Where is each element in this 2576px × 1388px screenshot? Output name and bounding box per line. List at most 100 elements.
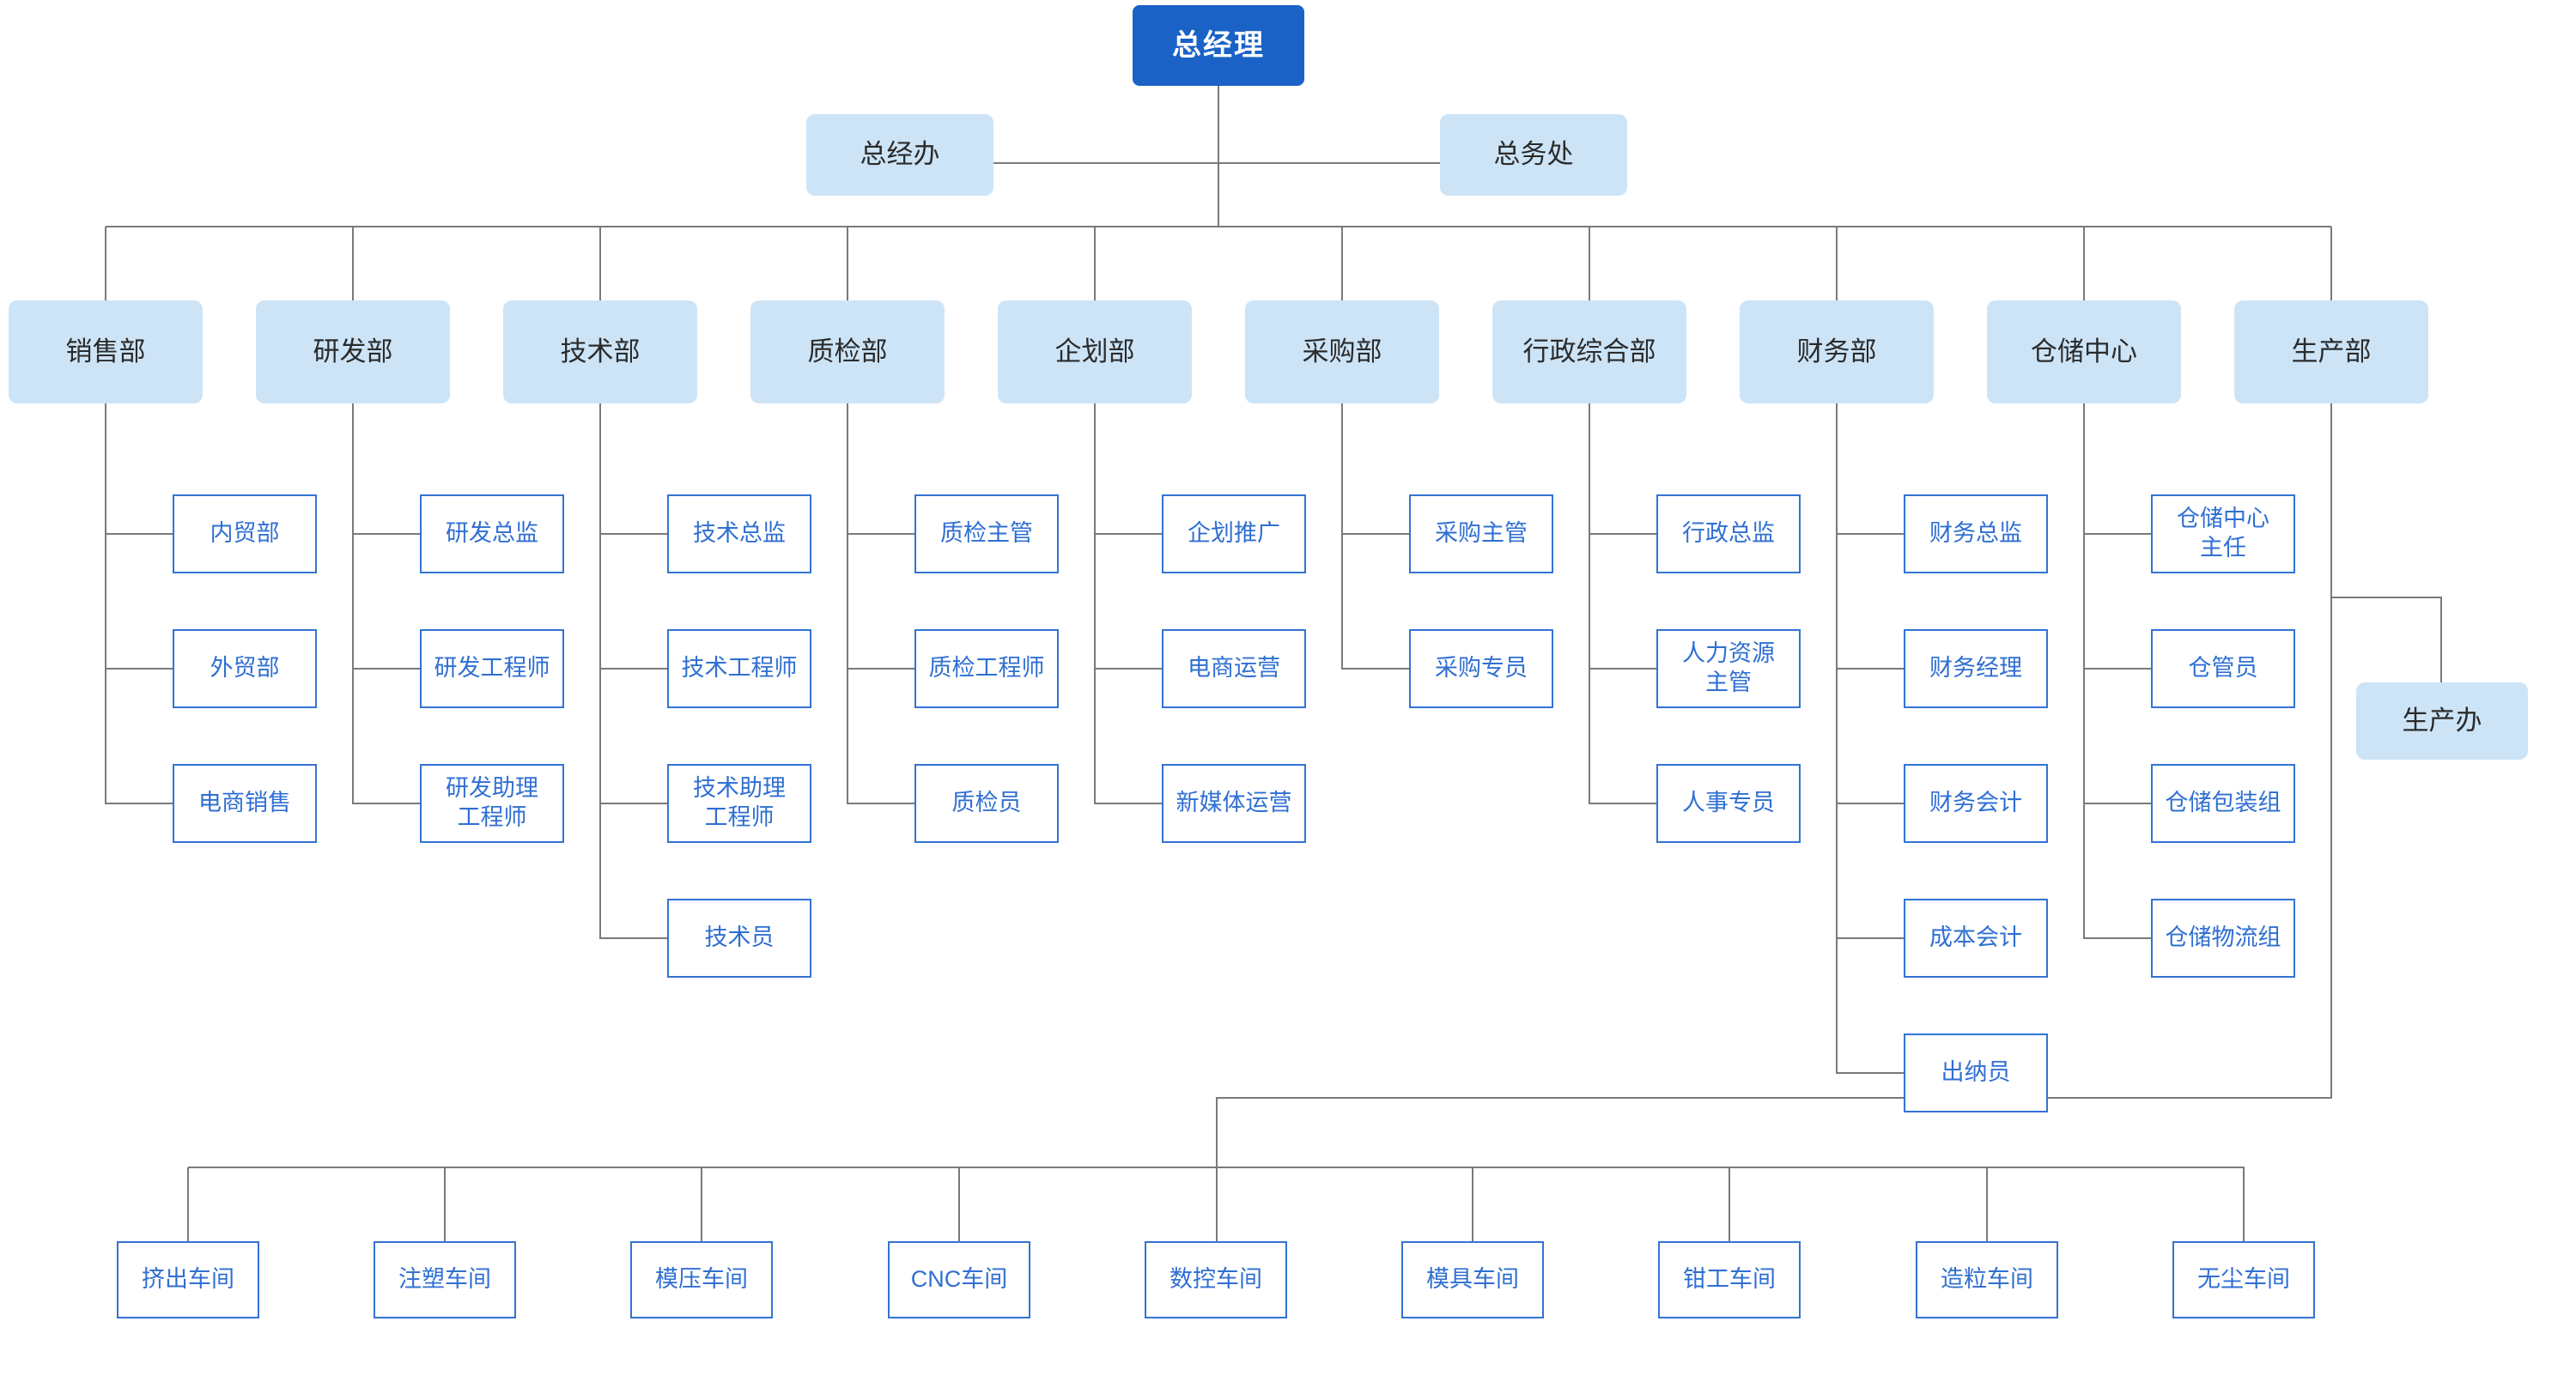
connector [187,1167,189,1241]
connector [1341,668,1409,670]
org-node-role[interactable]: 采购主管 [1409,494,1553,573]
org-node-role[interactable]: 仓管员 [2151,629,2295,708]
org-node-dept-finance[interactable]: 财务部 [1740,300,1934,403]
org-node-role[interactable]: 仓储包装组 [2151,764,2295,843]
org-node-role[interactable]: 成本会计 [1904,899,2048,978]
org-node-role[interactable]: 电商运营 [1162,629,1306,708]
connector [1836,227,1838,300]
org-node-gm-office[interactable]: 总经办 [806,114,993,196]
connector [1094,668,1162,670]
connector [1216,1097,1218,1241]
connector [1341,533,1409,535]
org-node-role[interactable]: 技术员 [667,899,811,978]
org-node-dept-admin[interactable]: 行政综合部 [1492,300,1686,403]
org-node-workshop[interactable]: 钳工车间 [1658,1241,1801,1318]
org-node-role[interactable]: 技术总监 [667,494,811,573]
connector [847,403,848,803]
org-node-role[interactable]: 企划推广 [1162,494,1306,573]
connector [1472,1167,1473,1241]
connector [599,937,667,939]
connector [2083,403,2085,938]
connector [2243,1167,2245,1241]
org-node-general-manager[interactable]: 总经理 [1133,5,1304,86]
connector [1728,1167,1730,1241]
org-node-workshop[interactable]: 数控车间 [1145,1241,1287,1318]
org-node-role[interactable]: 财务经理 [1904,629,2048,708]
org-node-dept-sales[interactable]: 销售部 [9,300,203,403]
org-node-workshop[interactable]: 无尘车间 [2172,1241,2315,1318]
org-node-role[interactable]: 仓储中心 主任 [2151,494,2295,573]
connector [105,533,173,535]
org-node-dept-qc[interactable]: 质检部 [750,300,945,403]
connector [106,226,2331,227]
org-node-role[interactable]: 技术工程师 [667,629,811,708]
org-node-role[interactable]: 研发工程师 [420,629,564,708]
org-node-role[interactable]: 质检工程师 [914,629,1059,708]
connector [1589,403,1590,803]
org-node-role[interactable]: 外贸部 [173,629,317,708]
org-node-workshop[interactable]: 模压车间 [630,1241,773,1318]
connector [105,668,173,670]
org-node-role[interactable]: 人事专员 [1656,764,1801,843]
org-node-role[interactable]: 研发助理 工程师 [420,764,564,843]
org-node-dept-rnd[interactable]: 研发部 [256,300,450,403]
org-node-role[interactable]: 研发总监 [420,494,564,573]
org-node-role[interactable]: 出纳员 [1904,1033,2048,1112]
connector [847,668,914,670]
org-node-role[interactable]: 电商销售 [173,764,317,843]
org-node-role[interactable]: 行政总监 [1656,494,1801,573]
connector [1218,86,1219,227]
org-node-dept-production[interactable]: 生产部 [2234,300,2428,403]
org-node-workshop[interactable]: 注塑车间 [374,1241,516,1318]
org-node-general-affairs[interactable]: 总务处 [1440,114,1627,196]
connector [958,1167,960,1241]
connector [599,227,601,300]
connector [1836,403,1838,1073]
connector [2330,227,2332,300]
org-node-dept-warehouse[interactable]: 仓储中心 [1987,300,2181,403]
connector [352,533,420,535]
org-node-dept-purchasing[interactable]: 采购部 [1245,300,1439,403]
connector [2083,668,2151,670]
org-node-role[interactable]: 内贸部 [173,494,317,573]
connector [599,533,667,535]
org-node-production-office[interactable]: 生产办 [2356,682,2528,760]
org-node-role[interactable]: 质检主管 [914,494,1059,573]
org-node-dept-planning[interactable]: 企划部 [998,300,1192,403]
connector [444,1167,446,1241]
connector [1094,533,1162,535]
connector [352,227,354,300]
connector [105,403,106,803]
connector [2083,533,2151,535]
connector [352,668,420,670]
org-node-role[interactable]: 财务会计 [1904,764,2048,843]
org-node-role[interactable]: 仓储物流组 [2151,899,2295,978]
org-node-role[interactable]: 人力资源 主管 [1656,629,1801,708]
org-node-workshop[interactable]: CNC车间 [888,1241,1030,1318]
org-node-workshop[interactable]: 挤出车间 [117,1241,259,1318]
connector [1341,403,1343,669]
org-node-role[interactable]: 技术助理 工程师 [667,764,811,843]
org-node-workshop[interactable]: 模具车间 [1401,1241,1544,1318]
connector [2083,227,2085,300]
connector [105,227,106,300]
connector [1836,533,1904,535]
org-node-role[interactable]: 采购专员 [1409,629,1553,708]
connector [1836,1072,1904,1074]
connector [352,803,420,804]
connector [1094,803,1162,804]
org-node-role[interactable]: 新媒体运营 [1162,764,1306,843]
connector [1986,1167,1988,1241]
connector [2083,937,2151,939]
connector [2083,803,2151,804]
connector [599,803,667,804]
connector [701,1167,702,1241]
org-node-role[interactable]: 财务总监 [1904,494,2048,573]
connector [1589,803,1656,804]
org-node-workshop[interactable]: 造粒车间 [1916,1241,2058,1318]
org-node-dept-tech[interactable]: 技术部 [503,300,697,403]
connector [352,403,354,803]
connector [105,803,173,804]
org-node-role[interactable]: 质检员 [914,764,1059,843]
